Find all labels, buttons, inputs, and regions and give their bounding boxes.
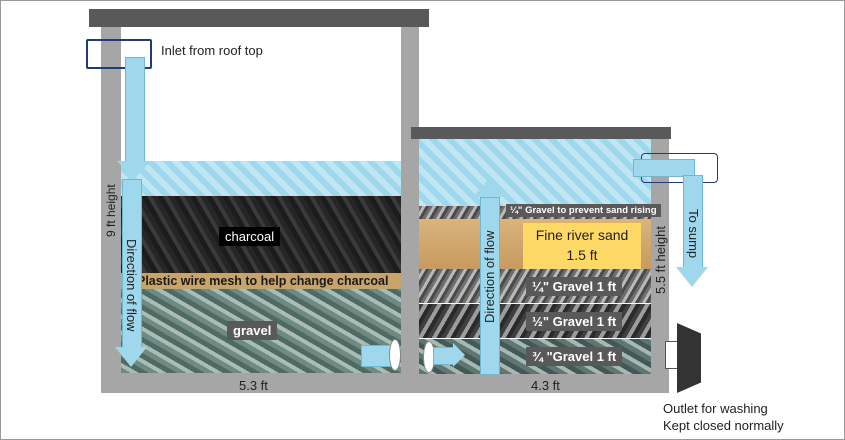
sand-label-line1: Fine river sand xyxy=(535,227,629,243)
inlet-pipe-icon xyxy=(86,39,152,69)
to-sump-label: To sump xyxy=(686,209,701,259)
sand-label-line2: 1.5 ft xyxy=(566,247,598,263)
right-flow-arrow xyxy=(480,197,500,375)
left-tank-left-wall xyxy=(101,27,121,393)
left-flow-arrow-head xyxy=(115,347,147,367)
sand-label: Fine river sand 1.5 ft xyxy=(523,223,641,269)
sump-arrow-head xyxy=(676,267,708,287)
right-flow-label: Direction of flow xyxy=(482,230,497,323)
left-width-label: 5.3 ft xyxy=(239,378,268,393)
inlet-arrow-head xyxy=(117,161,151,179)
left-water-layer xyxy=(121,161,401,196)
right-inflow-arrow xyxy=(433,347,455,365)
half-gravel-label: ½" Gravel 1 ft xyxy=(526,312,623,331)
inlet-down-arrow xyxy=(125,57,145,164)
outlet-label-line2: Kept closed normally xyxy=(663,418,784,433)
mesh-layer xyxy=(121,273,401,289)
right-tank-right-wall xyxy=(651,139,669,393)
left-flow-label: Direction of flow xyxy=(124,239,139,332)
left-height-label: 9 ft height xyxy=(104,184,118,237)
right-width-label: 4.3 ft xyxy=(531,378,560,393)
washing-outlet-valve-icon xyxy=(677,323,701,393)
right-water-layer xyxy=(419,139,651,206)
quarter-gravel-label: ¼" Gravel 1 ft xyxy=(526,277,623,296)
right-tank-roof xyxy=(411,127,671,139)
charcoal-label: charcoal xyxy=(219,227,281,246)
gravel-label: gravel xyxy=(227,321,278,340)
base-slab xyxy=(101,373,669,393)
outlet-label-line1: Outlet for washing xyxy=(663,401,768,416)
mesh-label: Plastic wire mesh to help change charcoa… xyxy=(137,274,389,288)
right-height-label: 5.5 ft height xyxy=(653,226,668,294)
left-pipe-end xyxy=(389,339,401,371)
right-inflow-arrow-head xyxy=(453,343,465,367)
shared-wall xyxy=(401,27,419,393)
left-tank-roof xyxy=(89,9,429,27)
top-gravel-label: ¼" Gravel to prevent sand rising xyxy=(506,204,661,217)
inlet-label: Inlet from roof top xyxy=(161,43,263,58)
three-quarter-gravel-label: ¾ "Gravel 1 ft xyxy=(526,347,623,366)
sump-horizontal-arrow xyxy=(633,159,695,177)
right-flow-arrow-head xyxy=(473,179,505,197)
